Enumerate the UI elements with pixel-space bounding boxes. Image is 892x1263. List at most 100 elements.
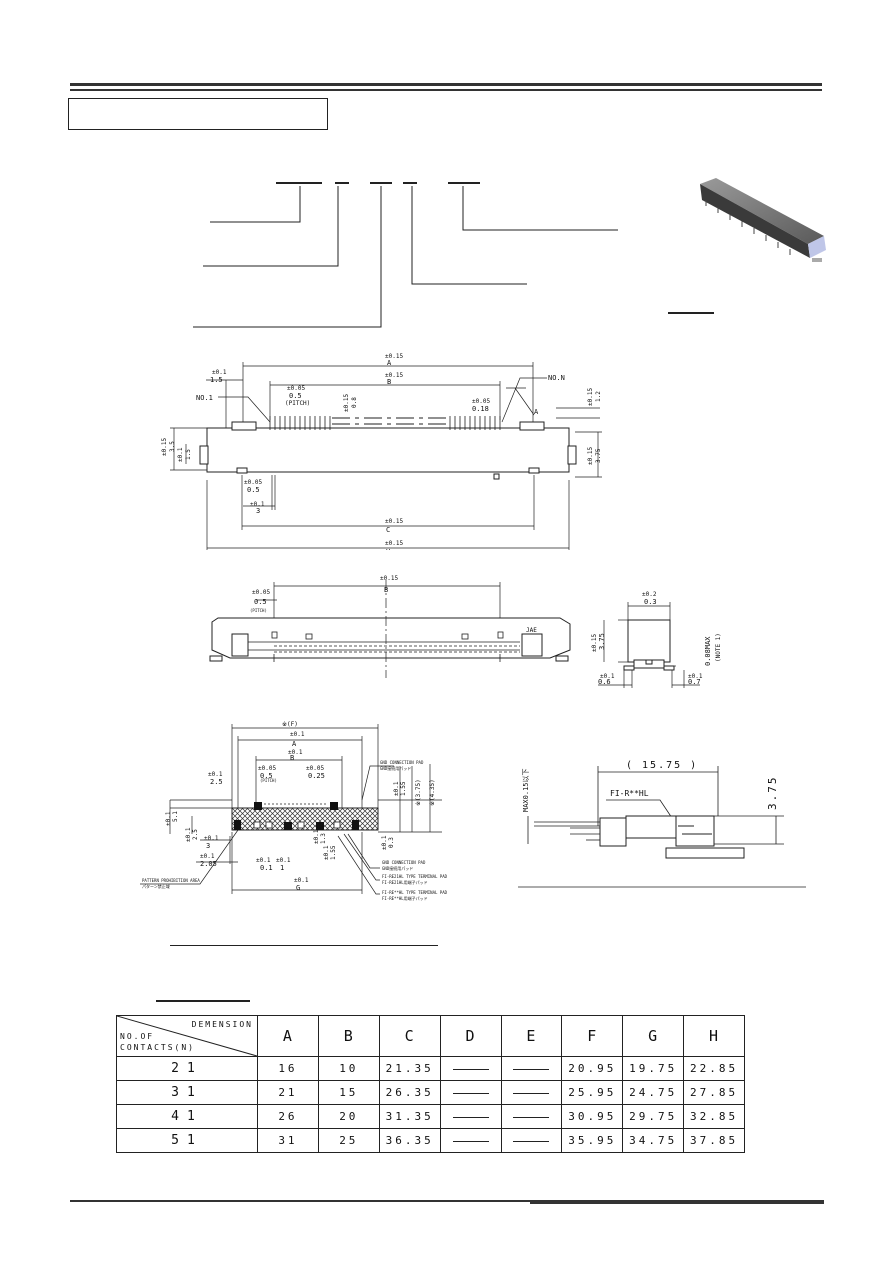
pn-seg-2 [335, 182, 349, 184]
dim-b: B [387, 378, 391, 386]
dim-05: 0.5 [247, 486, 260, 494]
pcb-0-1: 0.1 [260, 864, 273, 872]
cell-n: 21 [116, 1056, 258, 1081]
dim-h-tol: ±0.15 [385, 540, 403, 547]
mated-max: MAX0.15以下 [522, 768, 530, 812]
side-06-tol: ±0.1 [600, 673, 615, 680]
dim-15: 1.5 [210, 376, 223, 384]
pn-seg-1 [276, 182, 322, 184]
cell-b: 15 [317, 1080, 380, 1105]
dim-08: 0.8 [351, 397, 358, 408]
pcb-3-tol: ±0.1 [204, 835, 219, 842]
table-row: 51 31 25 36.35 35.95 34.75 37.85 [116, 1128, 745, 1153]
cell-c: 21.35 [378, 1056, 441, 1081]
mated-part: FI-R**HL [610, 789, 649, 798]
cell-d-dash [452, 1116, 489, 1118]
side-03: 0.3 [644, 598, 657, 606]
cell-n: 41 [116, 1104, 258, 1129]
pcb-01: ±0.1 [256, 857, 271, 864]
pcb-25-tol: ±0.1 [208, 771, 223, 778]
front-pitch-note: (PITCH) [250, 608, 267, 613]
side-coplan: 0.08MAX [704, 636, 712, 666]
side-view-drawing: ±0.2 ±0.1 ±0.1 ±0.15 (NOTE 1) 0.3 0.6 0.… [591, 591, 722, 688]
front-b-tol: ±0.15 [380, 575, 398, 582]
table-row: 41 26 20 31.35 30.95 29.75 32.85 [116, 1104, 745, 1129]
dim-35-tol: ±0.15 [161, 438, 168, 456]
side-note: (NOTE 1) [715, 633, 722, 662]
pcb-gnd-bot: GND CONNECTION PAD [382, 860, 426, 865]
pcb-025-tol: ±0.05 [306, 765, 324, 772]
pcb-pitch: 0.5 [260, 772, 273, 780]
pcb-435: ※(4.35) [429, 779, 436, 806]
cell-b: 10 [317, 1056, 380, 1081]
cell-e [500, 1128, 563, 1153]
col-header-d: D [439, 1015, 502, 1057]
cell-g: 29.75 [622, 1104, 685, 1129]
pcb-pitch-tol: ±0.05 [258, 765, 276, 772]
pcb-205: 2.05 [200, 860, 217, 868]
dim-pitch: 0.5 [289, 392, 302, 400]
col-header-e: E [500, 1015, 563, 1057]
pcb-f: ※(F) [282, 721, 298, 728]
pcb-032-tol: ±0.1 [381, 835, 388, 850]
pn-seg-5 [448, 182, 480, 184]
pcb-155-tol: ±0.1 [393, 781, 400, 796]
cell-e [500, 1104, 563, 1129]
dim-05-tol: ±0.05 [244, 479, 262, 486]
col-header-a: A [257, 1015, 319, 1057]
col-header-g: G [622, 1015, 685, 1057]
col-header-h: H [683, 1015, 745, 1057]
connector-photo [700, 178, 826, 262]
cell-g: 19.75 [622, 1056, 685, 1081]
cell-f: 35.95 [561, 1128, 624, 1153]
pcb-205-tol: ±0.1 [200, 853, 215, 860]
footer-rule-left [70, 1200, 530, 1202]
pcb-g: G [296, 884, 300, 892]
label-arrow-a: A [534, 408, 539, 416]
cell-e [500, 1056, 563, 1081]
cell-b: 20 [317, 1104, 380, 1129]
pcb-gnd-bot-jp: GND接続用パッド [382, 865, 413, 871]
cell-d [439, 1056, 502, 1081]
pcb-fi-term2: FI-RE**HL TYPE TERMINAL PAD [382, 890, 448, 895]
pcb-032: 0.3 [388, 837, 395, 848]
dim-b-tol: ±0.15 [385, 372, 403, 379]
pcb-3: 3 [206, 842, 210, 850]
cell-d-dash [452, 1068, 489, 1070]
pcb-a-tol: ±0.1 [290, 731, 305, 738]
cell-n: 51 [116, 1128, 258, 1153]
pcb-prohib-jp: パターン禁止域 [142, 883, 170, 889]
pcb-fi-term-jp: FI-RE21HL用端子パッド [382, 879, 428, 885]
cell-e-dash [513, 1116, 550, 1118]
front-jae: JAE [526, 627, 537, 634]
pcb-13: 1.3 [320, 833, 327, 844]
cell-a: 21 [257, 1080, 319, 1105]
cell-f: 25.95 [561, 1080, 624, 1105]
cell-h: 37.85 [683, 1128, 745, 1153]
dim-pitch-note: (PITCH) [285, 400, 310, 407]
col-header-c: C [378, 1015, 441, 1057]
corner-dimension-label: DEMENSION [191, 1020, 253, 1029]
dim-375: 3.75 [595, 448, 602, 463]
front-view-drawing: ±0.15 ±0.05 (PITCH) JAE B 0.5 [209, 575, 571, 678]
pcb-pitch-note: (PITCH) [260, 778, 277, 783]
header-rule-bottom [70, 89, 822, 91]
dim-08-tol: ±0.15 [343, 394, 350, 412]
pcb-prohib: PATTERN PROHIBITION AREA [142, 878, 200, 883]
dim-3: 3 [256, 507, 260, 515]
dim-35: 3.5 [169, 441, 176, 452]
cell-f: 30.95 [561, 1104, 624, 1129]
col-header-b: B [317, 1015, 380, 1057]
pcb-51-tol: ±0.1 [165, 811, 172, 826]
mated-height: 3.75 [766, 776, 779, 811]
cell-g: 34.75 [622, 1128, 685, 1153]
front-pitch-tol: ±0.05 [252, 589, 270, 596]
dim-c-tol: ±0.15 [385, 518, 403, 525]
col-header-f: F [561, 1015, 624, 1057]
side-03-tol: ±0.2 [642, 591, 657, 598]
pcb-b-tol: ±0.1 [288, 749, 303, 756]
cell-e-dash [513, 1068, 550, 1070]
pcb-01b: ±0.1 [276, 857, 291, 864]
